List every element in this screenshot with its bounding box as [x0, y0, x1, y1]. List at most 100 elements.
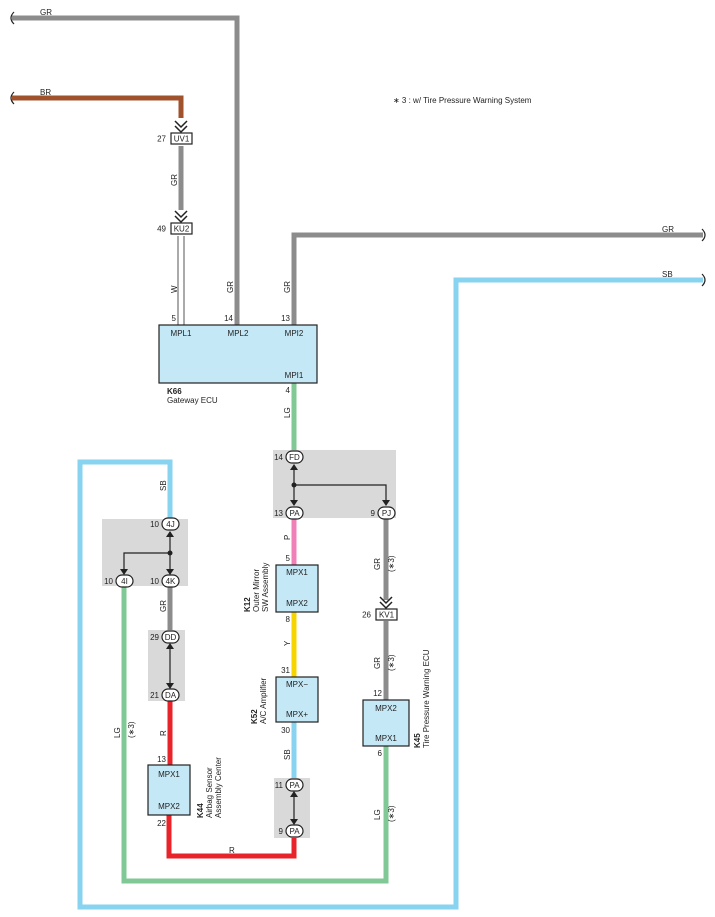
- wire-label-gr-right: GR: [662, 225, 674, 234]
- wire-label-gr-kv1: GR: [373, 657, 382, 669]
- arrow-4k: [166, 569, 174, 575]
- connector-fd-label: FD: [289, 453, 300, 462]
- k44-airbag-sensor-box: [147, 764, 191, 816]
- k66-gateway-ecu-box: [158, 324, 318, 384]
- connector-4i-pin: 10: [104, 577, 113, 586]
- wire-label-gr-uv: GR: [170, 174, 179, 186]
- connector-4k-pin: 10: [150, 577, 159, 586]
- chevron-ku2: [174, 210, 188, 224]
- k12-id: K12: [243, 597, 252, 612]
- k45-pin-bottom-num: 6: [378, 749, 383, 758]
- break-mark-sb-right: [701, 273, 706, 287]
- wire-label-r-bottom: R: [229, 846, 235, 855]
- k12-caption: K12 Outer Mirror SW Assembly: [243, 563, 270, 612]
- connector-da-label: DA: [165, 691, 177, 700]
- connector-pj: [377, 506, 396, 520]
- wire-label-gr-mpl2: GR: [226, 281, 235, 293]
- k66-pin-mpl1-label: MPL1: [171, 329, 192, 338]
- arrow-da: [166, 683, 174, 689]
- chevron-kv1: [379, 596, 393, 610]
- connector-kv1-label: KV1: [379, 611, 395, 620]
- wire-gr-top: [12, 15, 240, 325]
- wire-label-gr-4k: GR: [159, 600, 168, 612]
- junction-dot-fd: [291, 482, 297, 488]
- wire-label-sb-ac: SB: [283, 749, 292, 760]
- k44-pin-bottom-label: MPX2: [158, 802, 180, 811]
- k45-pin-top-label: MPX2: [375, 704, 397, 713]
- break-mark-br: [10, 91, 15, 105]
- k44-pin-top-num: 13: [157, 755, 166, 764]
- connector-fd-pin: 14: [274, 453, 283, 462]
- wire-label-lg-4i-note: (∗3): [127, 721, 136, 738]
- k45-tire-pressure-ecu-box: [362, 699, 410, 747]
- connector-da: [161, 688, 180, 702]
- connector-4k-label: 4K: [166, 577, 176, 586]
- wire-lg-k45: [121, 586, 389, 884]
- k44-pin-top-label: MPX1: [158, 770, 180, 779]
- connector-uv1-pin: 27: [157, 135, 166, 144]
- arrow-fd-up: [290, 464, 298, 470]
- wire-label-lg-k45: LG: [373, 809, 382, 820]
- k52-name: A/C Amplifier: [259, 677, 268, 724]
- connector-uv1: [170, 132, 193, 145]
- wire-label-sb-left: SB: [159, 480, 168, 491]
- k44-id: K44: [196, 803, 205, 818]
- wire-r-bottom: [166, 815, 297, 859]
- connector-pa-mid-label: PA: [289, 781, 300, 790]
- k66-pin-mpi2-num: 13: [281, 314, 290, 323]
- wire-label-r-da: R: [159, 730, 168, 736]
- connector-dd: [161, 630, 180, 644]
- wire-label-gr-top: GR: [40, 8, 52, 17]
- wire-label-y: Y: [283, 640, 292, 646]
- connector-pa-top: [285, 506, 304, 520]
- connector-pa-mid-pin: 11: [275, 781, 284, 790]
- break-mark-gr-top: [10, 11, 15, 25]
- k12-name-line2: SW Assembly: [261, 563, 270, 612]
- connector-kv1-pin: 26: [362, 611, 371, 620]
- k66-pin-mpl1-num: 5: [172, 314, 177, 323]
- connector-pa-top-pin: 13: [274, 509, 283, 518]
- k44-name-line1: Airbag Sensor: [205, 767, 214, 818]
- wire-label-gr-pj-note: (∗3): [387, 555, 396, 572]
- k45-name: Tire Pressure Warning ECU: [422, 649, 431, 748]
- connector-4k: [161, 574, 180, 588]
- connector-4j-label: 4J: [166, 520, 174, 529]
- chevron-uv1: [174, 120, 188, 134]
- k66-id: K66: [167, 387, 182, 396]
- footnote: ∗ 3 : w/ Tire Pressure Warning System: [393, 96, 532, 105]
- k66-pin-mpl2-label: MPL2: [228, 329, 249, 338]
- k52-pin-top-label: MPX−: [286, 680, 308, 689]
- k52-pin-bottom-num: 30: [281, 726, 290, 735]
- wire-label-gr-pj: GR: [373, 558, 382, 570]
- k12-outer-mirror-sw-box: [275, 564, 319, 613]
- break-mark-gr-right: [701, 228, 706, 242]
- k44-name-line2: Assembly Center: [214, 757, 223, 818]
- connector-pj-pin: 9: [371, 509, 376, 518]
- wire-label-br: BR: [40, 88, 51, 97]
- wire-sb-loop: [77, 277, 703, 910]
- k44-caption: K44 Airbag Sensor Assembly Center: [196, 757, 223, 818]
- wire-label-lg-mpi1: LG: [283, 407, 292, 418]
- k45-pin-bottom-label: MPX1: [375, 734, 397, 743]
- k52-caption: K52 A/C Amplifier: [250, 677, 268, 724]
- arrow-pa-mid-up: [290, 791, 298, 797]
- connector-pa-mid: [285, 778, 304, 792]
- k52-ac-amplifier-box: [275, 676, 319, 723]
- connector-dd-pin: 29: [150, 633, 159, 642]
- wire-label-gr-kv1-note: (∗3): [387, 654, 396, 671]
- connector-pa-bot-pin: 9: [279, 827, 284, 836]
- wire-gr-right: [291, 232, 703, 325]
- k66-pin-mpi1-num: 4: [286, 386, 291, 395]
- connector-pj-label: PJ: [382, 509, 391, 518]
- k45-caption: K45 Tire Pressure Warning ECU: [413, 649, 431, 748]
- k66-pin-mpl2-num: 14: [224, 314, 233, 323]
- connector-4i: [115, 574, 134, 588]
- connector-4j-pin: 10: [150, 520, 159, 529]
- junction-dot-4j: [167, 550, 173, 556]
- wire-label-gr-mpi2: GR: [283, 281, 292, 293]
- arrow-4j-up: [166, 531, 174, 537]
- connector-dd-label: DD: [165, 633, 177, 642]
- connector-uv1-label: UV1: [174, 135, 190, 144]
- k12-pin-top-label: MPX1: [286, 568, 308, 577]
